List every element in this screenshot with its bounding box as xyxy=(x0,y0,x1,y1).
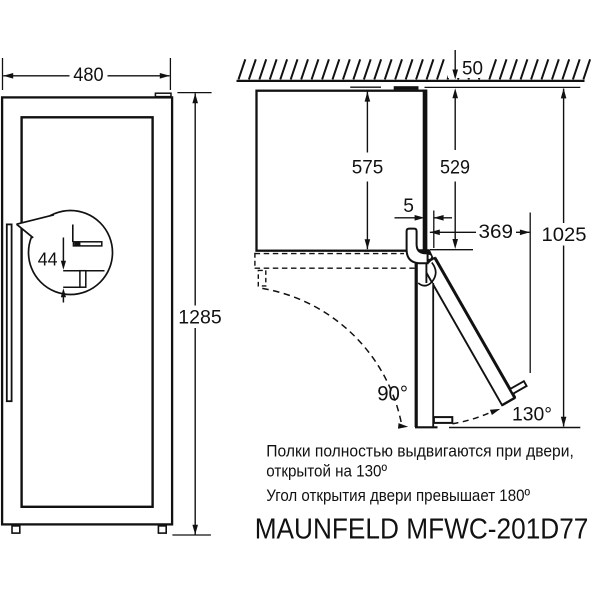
svg-text:50: 50 xyxy=(462,58,483,79)
svg-text:1025: 1025 xyxy=(542,225,587,246)
svg-text:Полки полностью выдвигаются пр: Полки полностью выдвигаются при двери, xyxy=(266,443,574,461)
svg-text:90°: 90° xyxy=(377,383,408,406)
svg-text:Угол открытия двери превышает: Угол открытия двери превышает 180º xyxy=(266,487,530,505)
svg-text:480: 480 xyxy=(73,65,103,86)
svg-text:575: 575 xyxy=(352,158,384,179)
svg-text:1285: 1285 xyxy=(178,308,221,329)
svg-text:529: 529 xyxy=(440,158,470,179)
svg-text:369: 369 xyxy=(479,222,514,243)
svg-text:44: 44 xyxy=(38,249,58,270)
svg-text:130°: 130° xyxy=(512,404,552,426)
svg-text:5: 5 xyxy=(403,196,414,217)
svg-text:открытой на 130º: открытой на 130º xyxy=(266,463,387,481)
svg-text:MAUNFELD MFWC-201D77: MAUNFELD MFWC-201D77 xyxy=(255,513,589,545)
